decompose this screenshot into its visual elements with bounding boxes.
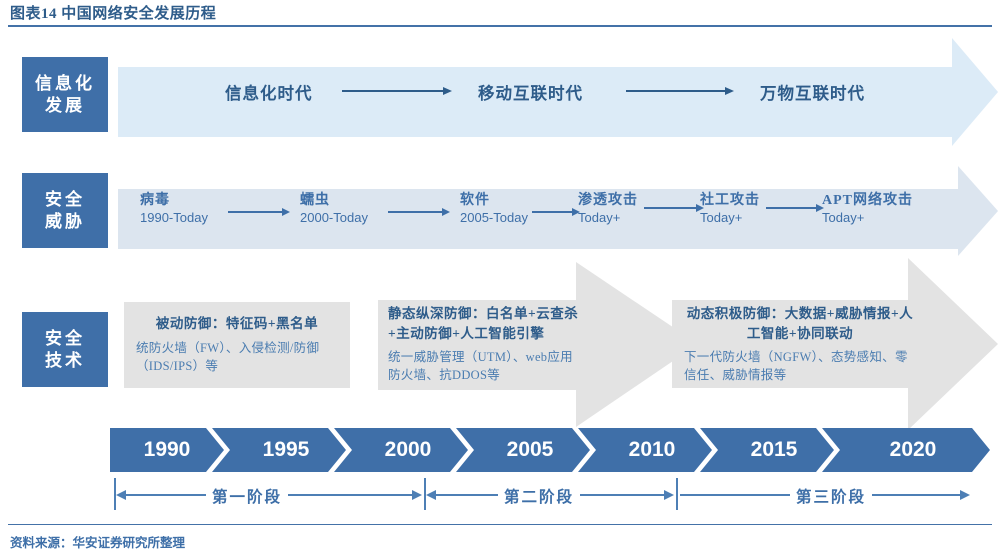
arrow-tip (816, 204, 824, 212)
phase-1-arrow-right-icon (412, 490, 422, 500)
threat-arrow-2-icon (388, 208, 450, 216)
arrow-tip (282, 208, 290, 216)
row-label-line1: 安全 (45, 329, 85, 349)
source-note: 资料来源：华安证券研究所整理 (10, 536, 186, 550)
arrow-line (388, 211, 442, 213)
threat-name: 渗透攻击 (578, 193, 638, 208)
row-label-line2: 威胁 (45, 211, 85, 231)
threat-period: 1990-Today (140, 209, 208, 225)
tech-block-2-text: 静态纵深防御：白名单+云查杀+主动防御+人工智能引擎 统一威胁管理（UTM）、w… (388, 304, 584, 384)
arrow-tip (572, 208, 580, 216)
timeline-year-2000[interactable]: 2000 (334, 428, 468, 472)
threat-period: Today+ (578, 209, 621, 225)
phase-3-arrow-right-icon (960, 490, 970, 500)
row-label-technology: 安全 技术 (22, 312, 108, 387)
era-item-3: 万物互联时代 (760, 84, 865, 103)
phase-tick-2-3 (676, 478, 678, 510)
tech-heading: 动态积极防御：大数据+威胁情报+人工智能+协同联动 (686, 306, 914, 341)
threat-item-6: APT网络攻击 Today+ (822, 192, 913, 226)
tech-body: 统防火墙（FW）、入侵检测/防御（IDS/IPS）等 (136, 340, 320, 373)
era-arrow-1-icon (342, 86, 452, 96)
phase-tick-1-2 (424, 478, 426, 510)
arrow-line (644, 207, 696, 209)
row-label-line2: 发展 (45, 95, 85, 115)
arrow-line (626, 90, 725, 92)
threat-name: 蠕虫 (300, 193, 330, 208)
phase-1-label: 第一阶段 (206, 485, 289, 507)
tech-body: 统一威胁管理（UTM）、web应用防火墙、抗DDOS等 (388, 350, 573, 383)
timeline-year-2010[interactable]: 2010 (578, 428, 712, 472)
tech-heading: 被动防御：特征码+黑名单 (155, 316, 319, 331)
row-label-line1: 信息化 (35, 74, 95, 94)
tech-block-2-arrow-shape: 静态纵深防御：白名单+云查杀+主动防御+人工智能引擎 统一威胁管理（UTM）、w… (378, 262, 698, 427)
arrow-line (228, 211, 282, 213)
threat-period: Today+ (700, 209, 743, 225)
row-label-line2: 技术 (45, 350, 85, 370)
phase-1-arrow-left-icon (116, 490, 126, 500)
phase-2-label: 第二阶段 (498, 485, 581, 507)
arrow-tip (443, 87, 452, 95)
timeline-year-2015[interactable]: 2015 (700, 428, 834, 472)
phase-2-arrow-left-icon (426, 490, 436, 500)
threat-arrow-3-icon (532, 208, 580, 216)
band-tail (118, 188, 958, 249)
arrow-tip (696, 204, 704, 212)
tech-block-1: 被动防御：特征码+黑名单 统防火墙（FW）、入侵检测/防御（IDS/IPS）等 (124, 302, 350, 388)
page-title: 图表14 中国网络安全发展历程 (10, 6, 217, 22)
threat-arrow-5-icon (766, 204, 824, 212)
arrow-line (766, 207, 816, 209)
phase-2-arrow-right-icon (664, 490, 674, 500)
informatization-band-arrow (118, 38, 998, 146)
threat-item-4: 渗透攻击 Today+ (578, 192, 638, 226)
era-arrow-2-icon (626, 86, 734, 96)
band-head (952, 38, 998, 146)
arrow-line (342, 90, 443, 92)
arrow-tip (442, 208, 450, 216)
phase-tick-start (114, 478, 116, 510)
band-head (958, 166, 998, 256)
threat-name: APT网络攻击 (822, 193, 913, 208)
threat-arrow-4-icon (644, 204, 704, 212)
threat-period: 2005-Today (460, 209, 528, 225)
timeline-year-1990[interactable]: 1990 (110, 428, 224, 472)
arrow-shape-svg (378, 262, 698, 427)
tech-heading: 静态纵深防御：白名单+云查杀+主动防御+人工智能引擎 (388, 306, 579, 341)
row-label-threats: 安全 威胁 (22, 173, 108, 248)
threat-item-5: 社工攻击 Today+ (700, 192, 760, 226)
threat-name: 社工攻击 (700, 193, 760, 208)
threat-name: 病毒 (140, 193, 170, 208)
threat-band-arrow (118, 166, 998, 256)
era-item-1: 信息化时代 (225, 84, 313, 103)
tech-block-3-text: 动态积极防御：大数据+威胁情报+人工智能+协同联动 下一代防火墙（NGFW）、态… (684, 304, 916, 384)
timeline-year-1995[interactable]: 1995 (212, 428, 346, 472)
tech-block-3-arrow-shape: 动态积极防御：大数据+威胁情报+人工智能+协同联动 下一代防火墙（NGFW）、态… (672, 258, 998, 430)
arrow-tip (725, 87, 734, 95)
threat-item-2: 蠕虫 2000-Today (300, 192, 368, 226)
arrow-line (532, 211, 572, 213)
threat-arrow-1-icon (228, 208, 290, 216)
threat-item-1: 病毒 1990-Today (140, 192, 208, 226)
timeline-year-2020[interactable]: 2020 (822, 428, 990, 472)
threat-name: 软件 (460, 193, 490, 208)
tech-body: 下一代防火墙（NGFW）、态势感知、零信任、威胁情报等 (684, 350, 908, 383)
row-label-line1: 安全 (45, 190, 85, 210)
era-item-2: 移动互联时代 (478, 84, 583, 103)
timeline-year-2005[interactable]: 2005 (456, 428, 590, 472)
threat-period: Today+ (822, 209, 865, 225)
arrow-shape-svg (672, 258, 998, 430)
band-tail (118, 66, 952, 137)
threat-item-3: 软件 2005-Today (460, 192, 528, 226)
top-divider (8, 25, 992, 27)
threat-period: 2000-Today (300, 209, 368, 225)
phase-3-label: 第三阶段 (790, 485, 873, 507)
bottom-divider (8, 524, 992, 525)
row-label-informatization: 信息化 发展 (22, 57, 108, 132)
